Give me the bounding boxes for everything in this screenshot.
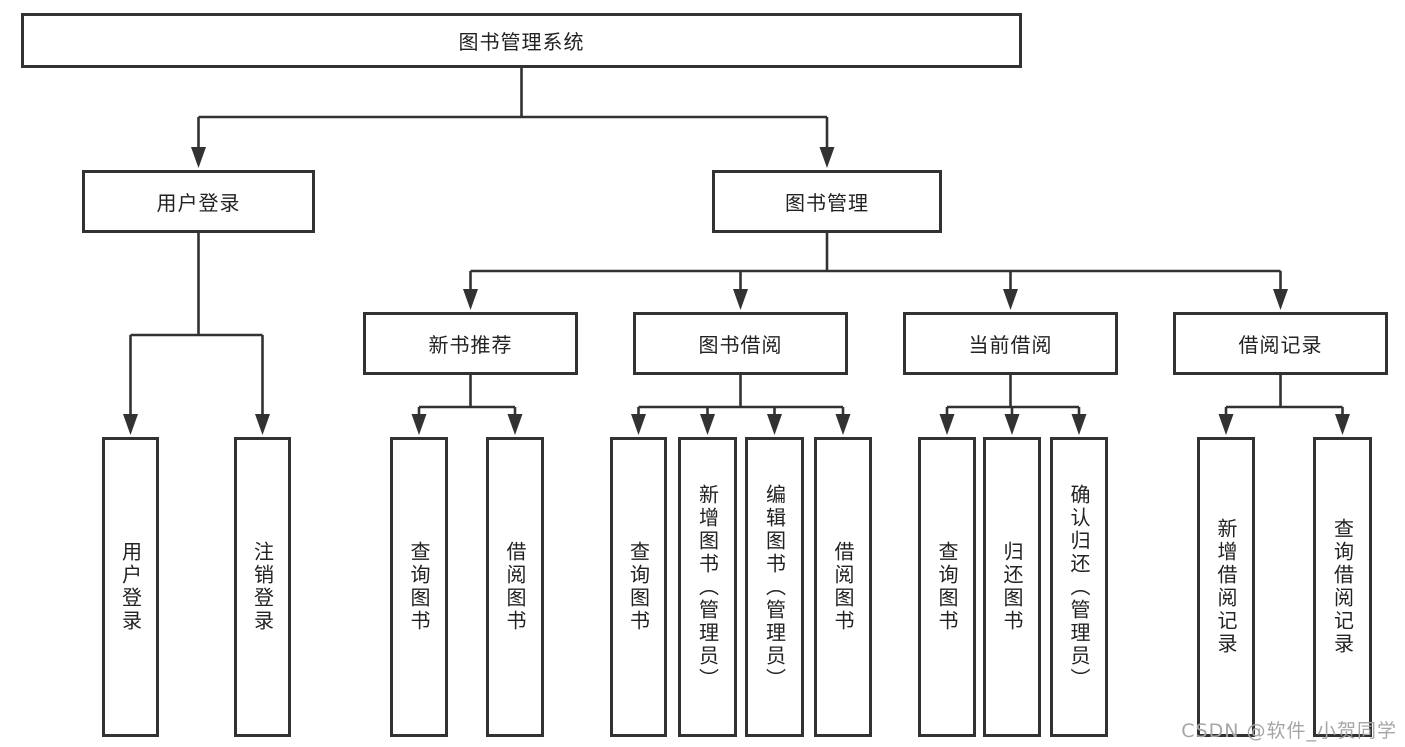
node-root: 图书管理系统 <box>21 13 1022 68</box>
leaf-logout: 注销登录 <box>234 437 291 737</box>
csdn-watermark: CSDN @软件_小贺同学 <box>1181 720 1397 742</box>
leaf-confirm-return-admin: 确认归还（管理员） <box>1050 437 1108 737</box>
leaf-user-login: 用户登录 <box>102 437 159 737</box>
node-book-borrow: 图书借阅 <box>633 312 848 375</box>
leaf-query-books-borrow: 查询图书 <box>610 437 667 737</box>
node-current-borrow: 当前借阅 <box>903 312 1118 375</box>
leaf-query-books-recommend: 查询图书 <box>390 437 448 737</box>
leaf-return-books: 归还图书 <box>983 437 1041 737</box>
leaf-query-books-current: 查询图书 <box>918 437 976 737</box>
node-borrow-records: 借阅记录 <box>1173 312 1388 375</box>
leaf-edit-books-admin: 编辑图书（管理员） <box>745 437 804 737</box>
leaf-add-books-admin: 新增图书（管理员） <box>678 437 737 737</box>
leaf-borrow-books: 借阅图书 <box>814 437 872 737</box>
leaf-query-borrow-record: 查询借阅记录 <box>1313 437 1372 737</box>
node-user-login: 用户登录 <box>82 170 315 233</box>
node-new-book-recommend: 新书推荐 <box>363 312 578 375</box>
leaf-borrow-books-recommend: 借阅图书 <box>486 437 544 737</box>
node-book-management: 图书管理 <box>712 170 942 233</box>
leaf-add-borrow-record: 新增借阅记录 <box>1197 437 1255 737</box>
